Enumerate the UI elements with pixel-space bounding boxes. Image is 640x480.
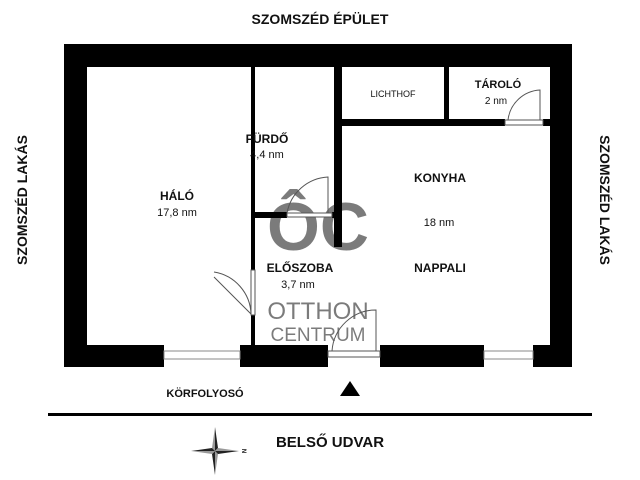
room-name-nappali: NAPPALI: [414, 261, 466, 275]
room-name-eloszoba: ELŐSZOBA: [267, 260, 334, 275]
room-area-halo: 17,8 nm: [157, 207, 197, 219]
watermark: ÔC OTTHON CENTRUM: [267, 188, 369, 346]
windows: [163, 350, 534, 360]
walls: [64, 44, 572, 367]
label-right-neighbor: SZOMSZÉD LAKÁS: [597, 135, 613, 265]
room-name-konyha: KONYHA: [414, 171, 466, 185]
room-name-halo: HÁLÓ: [160, 188, 194, 203]
divider-line: [48, 413, 592, 416]
label-courtyard: BELSŐ UDVAR: [276, 433, 384, 451]
door-entrance-swing: [331, 309, 377, 352]
label-corridor: KÖRFOLYOSÓ: [166, 387, 244, 400]
door-tarolo: [504, 119, 544, 126]
door-entrance: [327, 350, 381, 358]
room-area-eloszoba: 3,7 nm: [281, 279, 315, 291]
room-area-furdo: 4,4 nm: [250, 149, 284, 161]
doors: [213, 89, 544, 358]
watermark-line2: CENTRUM: [271, 325, 366, 346]
door-halo-swing: [213, 271, 252, 315]
compass-rose-icon: N: [191, 427, 246, 475]
window-halo: [163, 350, 241, 360]
room-area-konyha: 18 nm: [424, 217, 455, 229]
label-top-neighbor: SZOMSZÉD ÉPÜLET: [252, 11, 389, 27]
room-name-lichthof: LICHTHOF: [371, 89, 417, 99]
triangle-up-icon: [340, 381, 360, 396]
room-area-tarolo: 2 nm: [485, 96, 507, 107]
room-name-tarolo: TÁROLÓ: [475, 78, 522, 91]
compass-north-label: N: [240, 449, 246, 453]
door-tarolo-swing: [507, 89, 541, 121]
door-furdo-swing: [286, 176, 329, 214]
window-nappali: [483, 350, 534, 360]
label-left-neighbor: SZOMSZÉD LAKÁS: [14, 135, 30, 265]
door-halo: [250, 269, 256, 316]
room-name-furdo: FÜRDŐ: [246, 131, 289, 146]
watermark-line1: OTTHON: [267, 298, 368, 325]
watermark-mark: ÔC: [267, 188, 369, 265]
door-furdo: [286, 212, 333, 218]
